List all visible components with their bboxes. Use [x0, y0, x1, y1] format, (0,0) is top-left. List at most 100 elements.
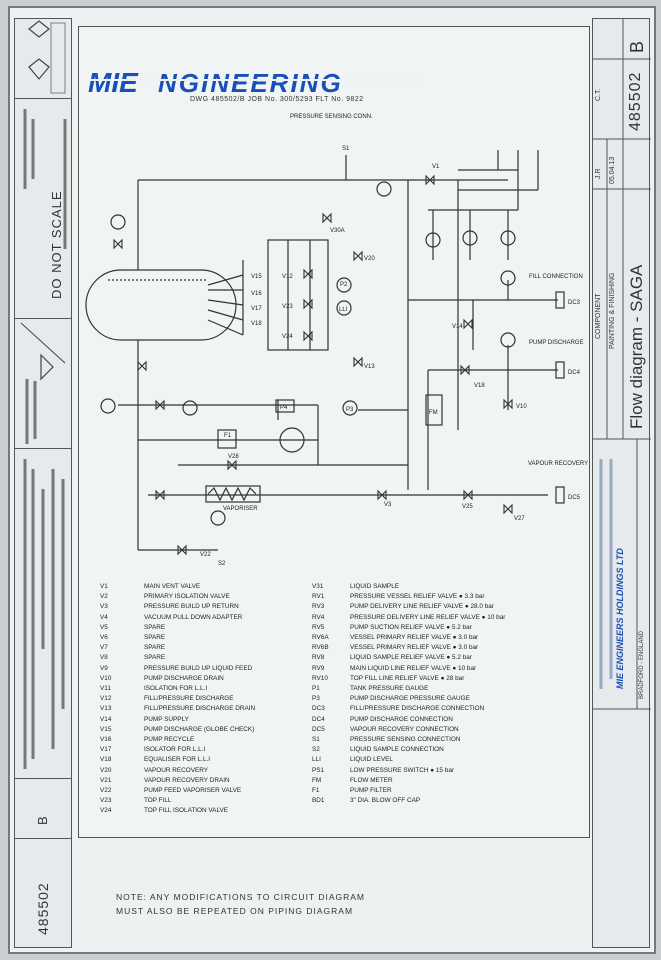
svg-text:P3: P3	[346, 407, 354, 413]
title-block-revision: B	[627, 40, 647, 53]
left-strip-drawing-number: 485502	[35, 882, 51, 935]
checked-by: C.T.	[595, 88, 602, 101]
svg-text:V30A: V30A	[330, 228, 345, 234]
svg-text:V22: V22	[200, 552, 211, 558]
title-block-grid	[593, 19, 651, 710]
title-block: B 485502 C.T. J.R 05.04.13 Flow diagram …	[592, 18, 651, 948]
company-logo: MIE NGINEERING	[88, 67, 418, 96]
svg-text:LLI: LLI	[339, 307, 348, 313]
svg-text:V16: V16	[251, 291, 262, 297]
title-block-company: MIE ENGINEERS HOLDINGS LTD	[615, 548, 625, 689]
tolerance-notes-graphic	[23, 109, 67, 249]
vapour-recovery-label: VAPOUR RECOVERY	[528, 461, 588, 467]
tolerance-table-graphic	[23, 459, 65, 769]
pump-discharge-label: PUMP DISCHARGE	[529, 340, 584, 346]
svg-text:V20: V20	[364, 256, 375, 262]
svg-text:F1: F1	[224, 433, 232, 439]
svg-text:V28: V28	[228, 454, 239, 460]
dc3-cap	[555, 291, 565, 309]
left-strip-logo-cell	[15, 19, 71, 99]
drawing-reference: DWG 485502/B JOB No. 300/5293 FLT No. 98…	[190, 96, 364, 103]
projection-symbol-icon	[20, 322, 66, 444]
note-line: NOTE: ANY MODIFICATIONS TO CIRCUIT DIAGR…	[116, 892, 366, 902]
fill-connection-label: FILL CONNECTION	[529, 274, 583, 280]
svg-text:FM: FM	[429, 410, 438, 416]
svg-text:V18: V18	[251, 321, 262, 327]
finish-label: PAINTING & FINISHING	[609, 272, 616, 350]
note-line: MUST ALSO BE REPEATED ON PIPING DIAGRAM	[116, 906, 354, 916]
modification-note: NOTE: ANY MODIFICATIONS TO CIRCUIT DIAGR…	[116, 890, 365, 918]
dc4-cap	[555, 361, 565, 379]
left-strip-tolerance-cell	[15, 449, 71, 779]
drawn-by: J.R	[595, 168, 602, 180]
svg-text:P2: P2	[340, 282, 348, 288]
vaporiser-label: VAPORISER	[223, 506, 258, 512]
svg-text:MIE: MIE	[88, 67, 139, 96]
pump-symbol	[279, 427, 305, 453]
drawing-date: 05.04.13	[609, 156, 616, 184]
title-block-address: BRADFORD - ENGLAND	[639, 630, 645, 699]
dc5-cap	[555, 486, 565, 504]
svg-text:V14: V14	[452, 324, 463, 330]
svg-text:P4: P4	[280, 405, 288, 411]
svg-text:V13: V13	[364, 364, 375, 370]
svg-text:DC5: DC5	[568, 495, 581, 501]
svg-text:V1: V1	[432, 164, 440, 170]
svg-text:S1: S1	[342, 146, 350, 152]
svg-text:V3: V3	[384, 502, 392, 508]
left-strip-scale-cell: DO NOT SCALE	[15, 99, 71, 319]
left-info-strip: DO NOT SCALE B 485502	[14, 18, 72, 948]
pressure-sensing-label: PRESSURE SENSING CONN.	[290, 114, 373, 120]
company-emblem-icon	[28, 20, 66, 94]
svg-text:V17: V17	[251, 306, 262, 312]
svg-text:V18: V18	[474, 383, 485, 389]
svg-text:V25: V25	[462, 504, 473, 510]
svg-text:V23: V23	[282, 304, 293, 310]
title-block-drawing-number: 485502	[627, 71, 644, 131]
svg-text:V12: V12	[282, 274, 293, 280]
svg-text:V10: V10	[516, 404, 527, 410]
left-strip-projection-cell	[15, 319, 71, 449]
svg-text:DC4: DC4	[568, 370, 581, 376]
drawing-title: Flow diagram - SAGA	[627, 264, 646, 429]
left-strip-number-cell: 485502	[15, 839, 71, 947]
storage-tank	[85, 269, 237, 341]
